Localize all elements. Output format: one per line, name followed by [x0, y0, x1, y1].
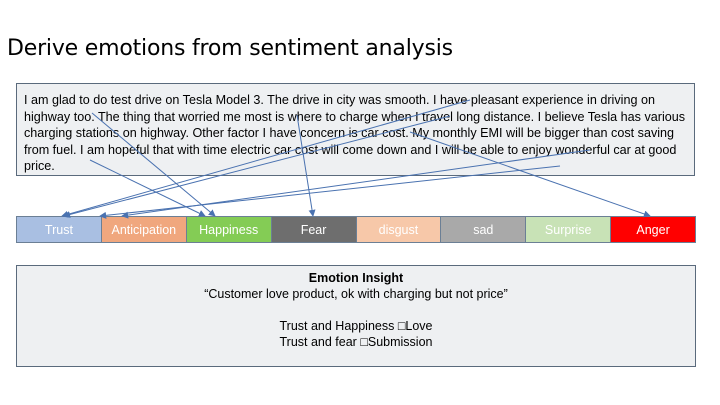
- slide-title: Derive emotions from sentiment analysis: [7, 36, 453, 61]
- emotion-bar: Trust Anticipation Happiness Fear disgus…: [16, 216, 696, 243]
- insight-line-love: Trust and Happiness □Love: [279, 319, 433, 333]
- insight-line-submission: Trust and fear □Submission: [279, 335, 433, 349]
- insight-heading: Emotion Insight: [308, 271, 404, 285]
- emotion-disgust: disgust: [356, 216, 442, 243]
- review-text-box: I am glad to do test drive on Tesla Mode…: [16, 83, 695, 176]
- emotion-trust: Trust: [16, 216, 102, 243]
- emotion-happiness: Happiness: [186, 216, 272, 243]
- emotion-fear: Fear: [271, 216, 357, 243]
- emotion-anger: Anger: [611, 216, 696, 243]
- emotion-sad: sad: [441, 216, 527, 243]
- insight-quote: “Customer love product, ok with charging…: [204, 287, 508, 301]
- review-text: I am glad to do test drive on Tesla Mode…: [24, 93, 686, 173]
- emotion-insight-box: Emotion Insight “Customer love product, …: [16, 265, 696, 367]
- emotion-surprise: Surprise: [526, 216, 612, 243]
- emotion-anticipation: Anticipation: [101, 216, 187, 243]
